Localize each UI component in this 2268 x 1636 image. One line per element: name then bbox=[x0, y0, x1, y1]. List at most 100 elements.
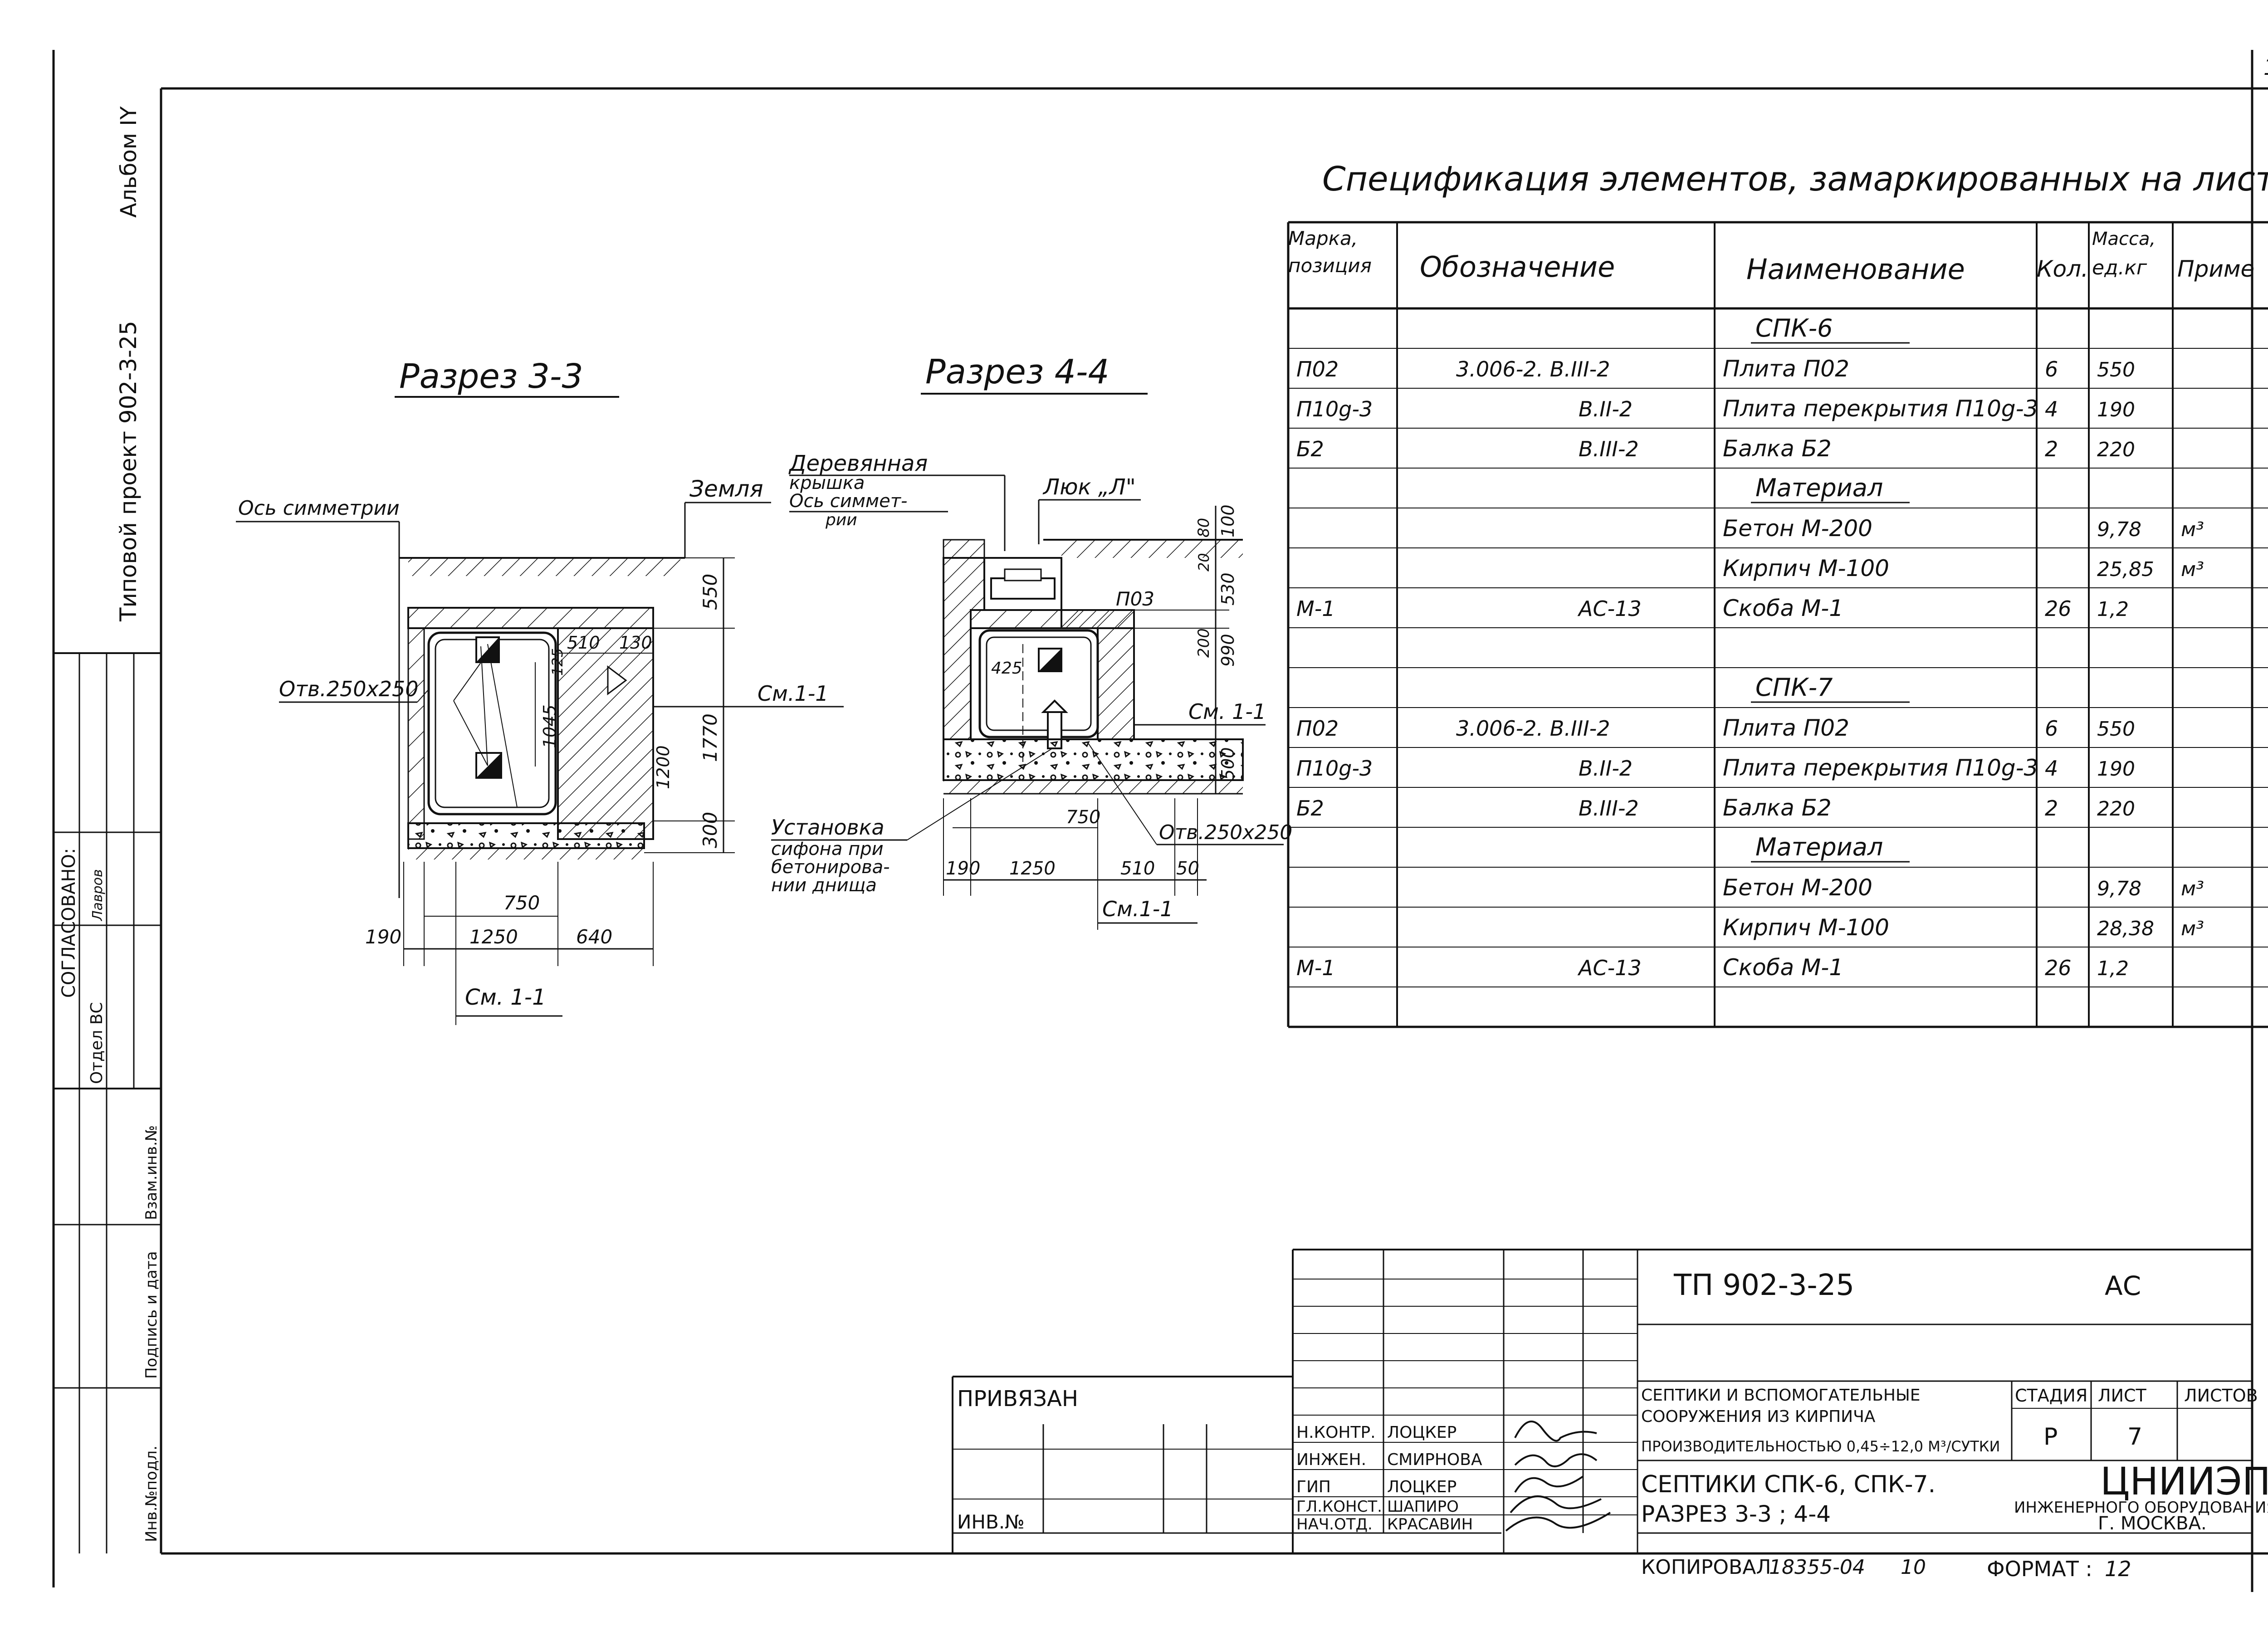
section-4-4-dim-200: 200 bbox=[1195, 628, 1213, 658]
stamp-name-4: КРАСАВИН bbox=[1387, 1515, 1473, 1533]
section-3-3-axis-label: Ось симметрии bbox=[238, 497, 400, 520]
spec-cell-code: В.II-2 bbox=[1579, 397, 1633, 421]
stamp-city: Г. МОСКВА. bbox=[2098, 1513, 2207, 1534]
spec-cell-mark: Б2 bbox=[1296, 437, 1324, 461]
spec-header-mass-1: Масса, bbox=[2092, 229, 2156, 249]
section-3-3-dim-1250: 1250 bbox=[469, 926, 518, 948]
spec-cell-code: В.III-2 bbox=[1579, 437, 1639, 461]
section-4-4-dim-750: 750 bbox=[1066, 807, 1100, 828]
stamp-org: ЦНИИЭП bbox=[2100, 1459, 2268, 1504]
spec-cell-mass: 1,2 bbox=[2097, 957, 2129, 980]
section-4-4-plate-label: П03 bbox=[1116, 588, 1154, 610]
side-person-label: Лавров bbox=[90, 869, 106, 921]
signatures bbox=[1505, 1421, 1611, 1532]
spec-cell-code: АС-13 bbox=[1577, 956, 1642, 980]
stamp-sheet-title-2: РАЗРЕЗ 3-3 ; 4-4 bbox=[1641, 1501, 1831, 1527]
section-3-3-dim-130: 130 bbox=[619, 633, 652, 653]
spec-cell-qty: 2 bbox=[2045, 437, 2058, 461]
section-3-3-dim-300: 300 bbox=[699, 812, 721, 848]
section-3-3: Разрез 3-3 Ось симметрии Земля bbox=[236, 357, 844, 1025]
section-4-4-opening-label: Отв.250х250 bbox=[1159, 821, 1292, 844]
section-3-3-dim-550: 550 bbox=[699, 574, 721, 610]
spec-header-note: Приме bbox=[2177, 256, 2254, 282]
stamp-format: 12 bbox=[2105, 1557, 2131, 1581]
stamp-role-2: ГИП bbox=[1296, 1478, 1331, 1496]
section-3-3-title: Разрез 3-3 bbox=[399, 357, 583, 396]
stamp-inv-no: ИНВ.№ bbox=[957, 1511, 1025, 1533]
spec-cell-qty: 4 bbox=[2045, 756, 2058, 781]
spec-cell-name: Плита П02 bbox=[1723, 715, 1849, 741]
section-4-4-dim-530: 530 bbox=[1218, 572, 1238, 606]
stamp-name-3: ШАПИРО bbox=[1387, 1498, 1459, 1516]
section-4-4-dim-500: 500 bbox=[1218, 747, 1238, 780]
spec-cell-mass: 9,78 bbox=[2097, 877, 2141, 900]
spec-cell-note: м³ bbox=[2181, 917, 2204, 940]
stamp-format-label: ФОРМАТ : bbox=[1987, 1557, 2092, 1581]
stamp-sheet-title-1: СЕПТИКИ СПК-6, СПК-7. bbox=[1641, 1471, 1936, 1498]
spec-cell-qty: 6 bbox=[2045, 357, 2058, 381]
spec-header-qty: Кол. bbox=[2037, 256, 2088, 282]
stamp-description-2: СООРУЖЕНИЯ ИЗ КИРПИЧА bbox=[1641, 1407, 1876, 1426]
spec-cell-qty: 2 bbox=[2045, 796, 2058, 820]
spec-cell-code: В.III-2 bbox=[1579, 796, 1639, 820]
section-4-4-siphon-note-1: Установка bbox=[771, 815, 885, 840]
spec-cell-name: Бетон М-200 bbox=[1723, 515, 1872, 542]
section-4-4-ref-right: См. 1-1 bbox=[1188, 699, 1266, 724]
spec-cell-qty: 6 bbox=[2045, 716, 2058, 741]
section-3-3-dim-125: 125 bbox=[549, 648, 566, 676]
stamp-role-0: Н.КОНТР. bbox=[1296, 1423, 1376, 1442]
stamp-role-4: НАЧ.ОТД. bbox=[1296, 1515, 1373, 1533]
section-4-4: Разрез 4-4 Деревянная крышка Ось симмет-… bbox=[771, 352, 1292, 930]
spec-header-mark-2: позиция bbox=[1288, 254, 1372, 277]
stamp-code: ТП 902-3-25 bbox=[1673, 1269, 1854, 1302]
spec-cell-mass: 550 bbox=[2097, 718, 2135, 741]
section-3-3-ref-bottom: См. 1-1 bbox=[465, 985, 546, 1010]
section-4-4-siphon-note-2: сифона при bbox=[771, 839, 884, 860]
spec-cell-qty: 26 bbox=[2045, 596, 2072, 621]
stamp-sheet-label: ЛИСТ bbox=[2098, 1386, 2147, 1406]
spec-cell-name: Материал bbox=[1755, 833, 1883, 861]
stamp-role-1: ИНЖЕН. bbox=[1296, 1450, 1366, 1469]
spec-cell-name: Материал bbox=[1755, 474, 1883, 502]
section-4-4-dim-510: 510 bbox=[1120, 858, 1155, 879]
spec-header-mass-2: ед.кг bbox=[2092, 256, 2147, 279]
stamp-copy-no: 18355-04 bbox=[1769, 1556, 1865, 1579]
section-3-3-dim-1770: 1770 bbox=[699, 713, 721, 762]
spec-cell-code: АС-13 bbox=[1577, 596, 1642, 621]
section-4-4-siphon-note-3: бетонирова- bbox=[771, 857, 890, 878]
spec-cell-mark: П10g-3 bbox=[1296, 397, 1373, 421]
section-4-4-hatch-label: Люк „Л" bbox=[1042, 474, 1136, 500]
side-strip bbox=[54, 652, 161, 1553]
side-album-label: Альбом IY bbox=[116, 106, 142, 218]
stamp-description-3: ПРОИЗВОДИТЕЛЬНОСТЬЮ 0,45÷12,0 М³/СУТКИ bbox=[1641, 1438, 2000, 1455]
section-4-4-wood-cover-2: крышка bbox=[789, 473, 865, 493]
side-project-label: Типовой проект 902-3-25 bbox=[115, 321, 142, 622]
stamp-name-0: ЛОЦКЕР bbox=[1387, 1423, 1457, 1442]
spec-cell-mass: 190 bbox=[2097, 398, 2135, 421]
section-3-3-dim-1200: 1200 bbox=[653, 745, 673, 789]
stamp-description-1: СЕПТИКИ И ВСПОМОГАТЕЛЬНЫЕ bbox=[1641, 1386, 1920, 1405]
side-col-sign: Подпись и дата bbox=[142, 1251, 161, 1379]
section-3-3-ref-right: См.1-1 bbox=[758, 681, 829, 706]
section-3-3-opening-label: Отв.250х250 bbox=[279, 677, 419, 701]
spec-cell-mark: П02 bbox=[1296, 357, 1339, 381]
spec-cell-mark: П10g-3 bbox=[1296, 756, 1373, 781]
spec-cell-mark: М-1 bbox=[1296, 596, 1335, 621]
spec-header-name: Наименование bbox=[1746, 253, 1965, 286]
spec-header-code: Обозначение bbox=[1420, 250, 1615, 283]
spec-cell-name: Кирпич М-100 bbox=[1723, 555, 1889, 581]
section-3-3-dim-1045: 1045 bbox=[540, 704, 560, 748]
stamp-copy-no-2: 10 bbox=[1901, 1556, 1926, 1579]
spec-table-grid bbox=[1287, 221, 2268, 1028]
spec-header-mark-1: Марка, bbox=[1288, 227, 1358, 249]
spec-cell-mark: М-1 bbox=[1296, 956, 1335, 980]
spec-title: Спецификация элементов, замаркированных … bbox=[1322, 160, 2268, 199]
section-4-4-dim-50: 50 bbox=[1176, 858, 1199, 879]
section-4-4-dim-1250: 1250 bbox=[1009, 858, 1056, 879]
spec-cell-qty: 26 bbox=[2045, 956, 2072, 980]
spec-cell-name: СПК-6 bbox=[1755, 314, 1833, 342]
spec-cell-name: Плита П02 bbox=[1723, 356, 1849, 382]
